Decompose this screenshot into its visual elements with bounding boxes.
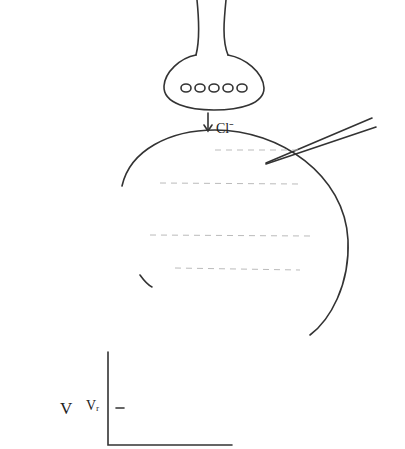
postsynaptic-cell [140, 275, 152, 287]
vesicle [195, 84, 205, 92]
vesicle [181, 84, 191, 92]
microelectrode [266, 127, 376, 164]
postsynaptic-cell [122, 130, 348, 335]
axis-label: V [60, 400, 72, 417]
axon-line [196, 0, 199, 55]
faint-line [160, 183, 300, 184]
vesicle [237, 84, 247, 92]
microelectrode [266, 118, 372, 163]
faint-line [150, 235, 310, 236]
vesicle [223, 84, 233, 92]
faint-line [175, 268, 300, 270]
graph-axes [108, 352, 232, 445]
ion-label: Cl⁻ [216, 122, 234, 136]
vesicle [209, 84, 219, 92]
axis-value-label: Vᵣ [86, 399, 99, 413]
axon-line [224, 0, 228, 55]
presynaptic-terminal [164, 55, 264, 110]
faint-line [215, 150, 300, 151]
resting-tick [116, 407, 124, 409]
flow-arrow [207, 113, 209, 130]
